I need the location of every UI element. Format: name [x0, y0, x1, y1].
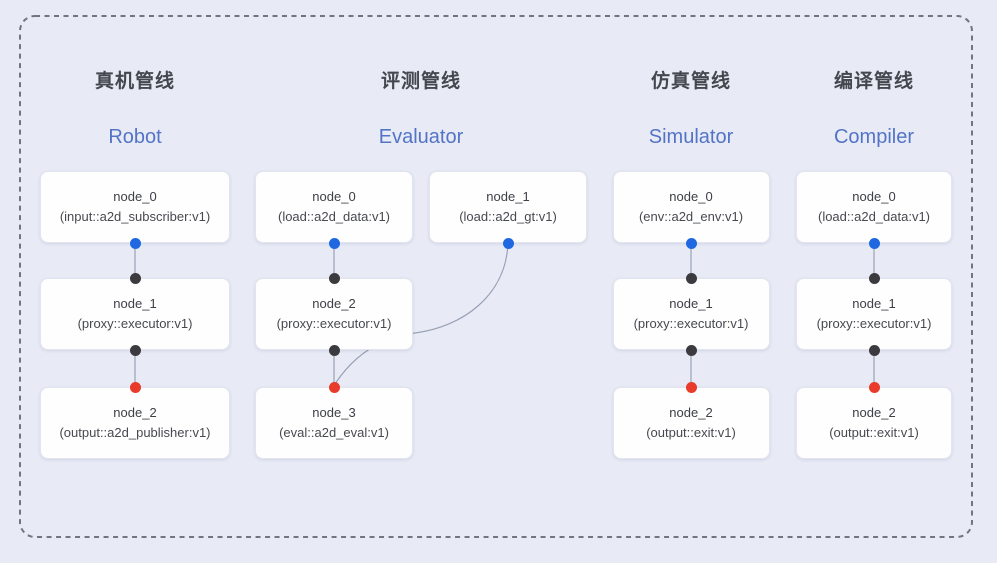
node-label: node_2 — [852, 405, 896, 421]
diagram-dashed-border — [19, 15, 973, 538]
node-box-compiler-node_2: node_2(output::exit:v1) — [796, 387, 952, 459]
red-input-port-dot — [328, 381, 340, 393]
node-box-robot-node_2: node_2(output::a2d_publisher:v1) — [40, 387, 230, 459]
node-box-compiler-node_0: node_0(load::a2d_data:v1) — [796, 171, 952, 243]
node-box-simulator-node_2: node_2(output::exit:v1) — [612, 387, 770, 459]
dark-output-port-dot — [129, 344, 141, 356]
node-label: node_0 — [669, 189, 713, 205]
blue-output-port-dot — [868, 237, 880, 249]
node-label: node_1 — [669, 296, 713, 312]
node-label: node_0 — [113, 189, 157, 205]
node-type-label: (input::a2d_subscriber:v1) — [59, 209, 211, 224]
node-type-label: (output::a2d_publisher:v1) — [59, 425, 211, 440]
node-label: node_0 — [312, 189, 356, 205]
node-type-label: (load::a2d_gt:v1) — [459, 209, 557, 224]
pipeline-title-en-robot: Robot — [108, 126, 162, 148]
node-label: node_2 — [312, 296, 356, 312]
node-box-evaluator-node_3: node_3(eval::a2d_eval:v1) — [255, 387, 413, 459]
node-box-evaluator-node_0: node_0(load::a2d_data:v1) — [255, 171, 413, 243]
red-input-port-dot — [685, 381, 697, 393]
node-type-label: (eval::a2d_eval:v1) — [279, 425, 389, 440]
node-label: node_1 — [113, 296, 157, 312]
dark-input-port-dot — [868, 272, 880, 284]
node-label: node_1 — [486, 189, 530, 205]
dark-input-port-dot — [685, 272, 697, 284]
dark-output-port-dot — [328, 344, 340, 356]
red-input-port-dot — [129, 381, 141, 393]
pipeline-title-en-evaluator: Evaluator — [378, 126, 464, 148]
node-box-robot-node_0: node_0(input::a2d_subscriber:v1) — [40, 171, 230, 243]
pipeline-title-en-simulator: Simulator — [648, 126, 734, 148]
node-box-evaluator-node_2: node_2(proxy::executor:v1) — [255, 278, 413, 350]
node-box-compiler-node_1: node_1(proxy::executor:v1) — [796, 278, 952, 350]
node-type-label: (proxy::executor:v1) — [816, 316, 932, 331]
node-type-label: (output::exit:v1) — [829, 425, 919, 440]
blue-output-port-dot — [129, 237, 141, 249]
node-type-label: (proxy::executor:v1) — [633, 316, 749, 331]
pipeline-title-zh-compiler: 编译管线 — [833, 71, 915, 92]
dark-output-port-dot — [868, 344, 880, 356]
node-label: node_0 — [852, 189, 896, 205]
node-type-label: (proxy::executor:v1) — [77, 316, 193, 331]
node-type-label: (env::a2d_env:v1) — [638, 209, 744, 224]
pipeline-title-zh-evaluator: 评测管线 — [380, 71, 462, 92]
dark-input-port-dot — [129, 272, 141, 284]
dark-input-port-dot — [328, 272, 340, 284]
node-box-simulator-node_1: node_1(proxy::executor:v1) — [612, 278, 770, 350]
edge-evaluator-node_1-to-node_3 — [334, 242, 509, 385]
blue-output-port-dot — [328, 237, 340, 249]
blue-output-port-dot — [685, 237, 697, 249]
node-box-evaluator-node_1: node_1(load::a2d_gt:v1) — [429, 171, 587, 243]
node-label: node_2 — [113, 405, 157, 421]
node-box-simulator-node_0: node_0(env::a2d_env:v1) — [612, 171, 770, 243]
pipeline-title-zh-robot: 真机管线 — [94, 71, 176, 92]
node-label: node_1 — [852, 296, 896, 312]
pipeline-title-zh-simulator: 仿真管线 — [650, 71, 732, 92]
node-type-label: (load::a2d_data:v1) — [277, 209, 391, 224]
node-box-robot-node_1: node_1(proxy::executor:v1) — [40, 278, 230, 350]
node-label: node_2 — [669, 405, 713, 421]
node-type-label: (output::exit:v1) — [646, 425, 736, 440]
node-label: node_3 — [312, 405, 356, 421]
red-input-port-dot — [868, 381, 880, 393]
blue-output-port-dot — [502, 237, 514, 249]
pipeline-title-en-compiler: Compiler — [833, 126, 915, 148]
dark-output-port-dot — [685, 344, 697, 356]
node-type-label: (load::a2d_data:v1) — [817, 209, 931, 224]
node-type-label: (proxy::executor:v1) — [276, 316, 392, 331]
